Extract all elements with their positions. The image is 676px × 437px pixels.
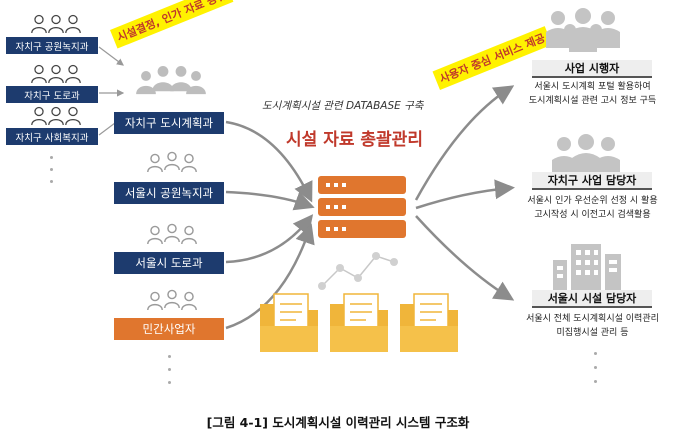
center-title: 시설 자료 총괄관리 — [286, 130, 423, 150]
arrows-to-right — [414, 85, 515, 301]
dot — [168, 381, 171, 384]
people-icon — [31, 64, 81, 84]
right-desc-1: 서울시 도시계획 포털 활용하여 도시계획시설 관련 고시 정보 구득 — [505, 80, 676, 108]
network-graph-icon — [318, 252, 398, 290]
figure-caption: [그림 4-1] 도시계획시설 이력관리 시스템 구조화 — [206, 415, 470, 430]
folders-icon — [260, 293, 458, 352]
right-title-3: 서울시 시설 담당자 — [532, 290, 652, 308]
dot — [168, 355, 171, 358]
left-main-box-1: 자치구 도시계획과 — [114, 112, 224, 134]
right-desc-line: 미집행시설 관리 등 — [556, 328, 629, 338]
dot — [50, 168, 53, 171]
dot — [50, 156, 53, 159]
center-subtitle: 도시계획시설 관련 DATABASE 구축 — [262, 100, 424, 112]
right-desc-line: 서울시 도시계획 포털 활용하여 — [534, 82, 651, 92]
people-group-icon — [136, 66, 206, 95]
left-small-box-1: 자치구 공원녹지과 — [6, 37, 98, 54]
left-main-box-3: 서울시 도로과 — [114, 252, 224, 274]
right-desc-line: 서울시 인가 우선순위 선정 시 활용 — [527, 196, 658, 206]
dot — [594, 352, 597, 355]
note-left: 시설결정, 인가 자료 공유 — [110, 0, 234, 49]
left-small-box-3: 자치구 사회복지과 — [6, 128, 98, 145]
left-main-box-4: 민간사업자 — [114, 318, 224, 340]
right-desc-3: 서울시 전체 도시계획시설 이력관리 미집행시설 관리 등 — [505, 312, 676, 340]
people-icon — [147, 151, 197, 173]
building-icon — [553, 244, 621, 290]
right-desc-line: 고시작성 시 이전고시 검색활용 — [534, 210, 651, 220]
workers-icon — [552, 134, 620, 176]
dot — [168, 368, 171, 371]
left-small-box-2: 자치구 도로과 — [6, 86, 98, 103]
dot — [594, 380, 597, 383]
people-icon — [147, 289, 197, 311]
folder-icon — [260, 293, 318, 352]
database-icon — [318, 176, 406, 238]
right-title-2: 자치구 사업 담당자 — [532, 172, 652, 190]
dot — [50, 180, 53, 183]
right-title-1: 사업 시행자 — [532, 60, 652, 78]
business-people-icon — [546, 8, 620, 52]
people-icon — [31, 106, 81, 126]
right-desc-2: 서울시 인가 우선순위 선정 시 활용 고시작성 시 이전고시 검색활용 — [505, 194, 676, 222]
dot — [594, 366, 597, 369]
people-icon — [147, 223, 197, 245]
left-main-box-2: 서울시 공원녹지과 — [114, 182, 224, 204]
right-desc-line: 도시계획시설 관련 고시 정보 구득 — [528, 96, 657, 106]
right-desc-line: 서울시 전체 도시계획시설 이력관리 — [526, 314, 659, 324]
people-icon — [31, 14, 81, 34]
